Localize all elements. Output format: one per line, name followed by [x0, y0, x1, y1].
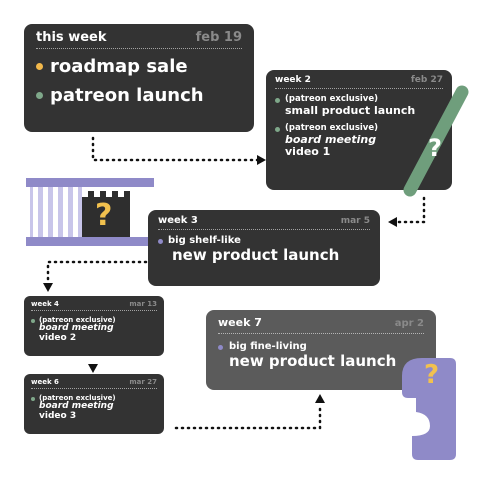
item-label: new product launch: [229, 351, 397, 370]
status-dot: [275, 126, 280, 132]
card-date: apr 2: [394, 318, 424, 329]
status-dot: [275, 98, 280, 103]
item-label: board meeting: [39, 323, 114, 334]
connector-week3-to-week4: [46, 260, 148, 285]
card-week7[interactable]: week 7 apr 2 big fine-living new product…: [206, 310, 436, 390]
item-tag: (patreon exclusive): [39, 394, 116, 402]
card-title: week 3: [158, 215, 198, 226]
list-item-board-meeting-3[interactable]: (patreon exclusive) board meeting video …: [31, 394, 157, 422]
arrowhead-to-week3: [388, 217, 397, 227]
status-dot: [218, 345, 223, 350]
connector-week2-to-week3: [396, 196, 426, 224]
card-week6[interactable]: week 6 mar 27 (patreon exclusive) board …: [24, 374, 164, 434]
arrowhead-to-week2: [257, 155, 266, 165]
arrowhead-to-week7: [315, 394, 325, 403]
item-sub: video 3: [39, 410, 77, 421]
cage-bottom-bar: [26, 237, 154, 246]
item-tag: big shelf-like: [168, 235, 241, 246]
cage-question-mark: ?: [95, 198, 113, 233]
status-dot: [31, 319, 35, 323]
item-label: small product launch: [285, 103, 416, 117]
card-title: week 4: [31, 300, 59, 308]
cage-bars: [30, 187, 82, 237]
card-title: week 6: [31, 378, 59, 386]
list-item-small-product-launch[interactable]: (patreon exclusive) small product launch: [275, 94, 443, 117]
stick-question-mark: ?: [428, 134, 442, 162]
item-tag: (patreon exclusive): [285, 122, 378, 133]
card-date: feb 19: [195, 30, 242, 45]
item-tag: (patreon exclusive): [39, 316, 116, 324]
card-title: week 7: [218, 316, 262, 329]
connector-week6-to-week7: [174, 402, 322, 430]
card-week4[interactable]: week 4 mar 13 (patreon exclusive) board …: [24, 296, 164, 356]
status-dot: [36, 63, 43, 71]
item-label: new product launch: [172, 245, 340, 264]
item-tag: big fine-living: [229, 341, 307, 352]
item-sub: video 1: [285, 144, 331, 158]
card-title: this week: [36, 30, 107, 45]
arrowhead-to-week6: [88, 364, 98, 373]
list-item-roadmap-sale[interactable]: roadmap sale: [36, 57, 242, 77]
connector-this-week-to-week2: [91, 136, 260, 162]
list-item-board-meeting[interactable]: (patreon exclusive) board meeting video …: [275, 122, 443, 158]
list-item-new-product-launch[interactable]: big shelf-like new product launch: [158, 235, 370, 263]
item-label: board meeting: [285, 132, 377, 146]
item-sub: video 2: [39, 332, 77, 343]
list-item-new-product-launch-2[interactable]: big fine-living new product launch: [218, 341, 424, 369]
card-date: mar 13: [129, 300, 157, 308]
cage-top-bar: [26, 178, 154, 187]
card-this-week[interactable]: this week feb 19 roadmap sale patreon la…: [24, 24, 254, 132]
card-week3[interactable]: week 3 mar 5 big shelf-like new product …: [148, 210, 380, 286]
card-date: mar 5: [340, 216, 370, 226]
card-week2[interactable]: week 2 feb 27 (patreon exclusive) small …: [266, 70, 452, 190]
hook-question-mark: ?: [424, 360, 440, 390]
list-item-board-meeting-2[interactable]: (patreon exclusive) board meeting video …: [31, 316, 157, 344]
card-title: week 2: [275, 75, 311, 85]
item-label: roadmap sale: [50, 56, 188, 77]
arrowhead-to-week4: [43, 283, 53, 292]
status-dot: [158, 239, 163, 244]
status-dot: [36, 92, 43, 100]
list-item-patreon-launch[interactable]: patreon launch: [36, 84, 242, 106]
card-date: feb 27: [410, 75, 443, 85]
status-dot: [31, 397, 35, 401]
card-date: mar 27: [129, 378, 157, 386]
item-tag: (patreon exclusive): [285, 94, 378, 104]
item-label: board meeting: [39, 401, 114, 412]
item-label: patreon launch: [50, 84, 204, 106]
